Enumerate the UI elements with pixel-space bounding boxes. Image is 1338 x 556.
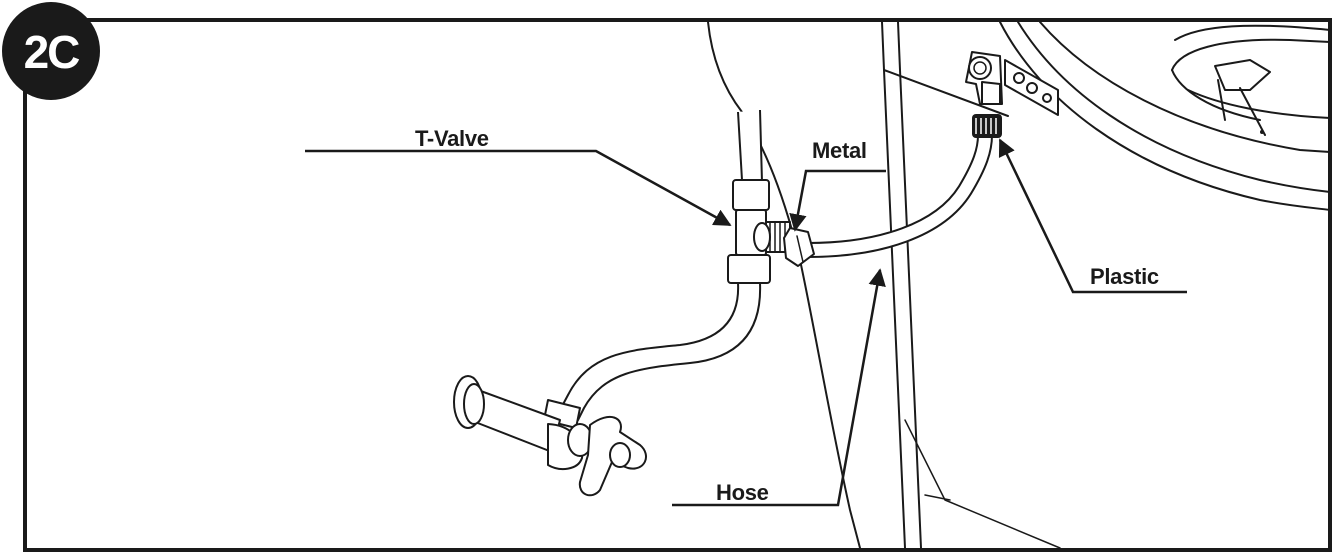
leader-hose [672,268,886,507]
metal-nut [783,227,815,267]
label-plastic: Plastic [1090,264,1159,289]
elbow-fitting [965,51,1003,105]
shutoff-valve [453,375,647,497]
plastic-nut [972,114,1002,138]
label-metal: Metal [812,138,867,163]
connection-hose [800,127,993,258]
cabinet-outline [707,21,1061,549]
leader-plastic [998,138,1187,294]
supply-pipe [737,109,763,183]
leader-t-valve [305,149,732,227]
label-hose: Hose [716,480,769,505]
label-t-valve: T-Valve [415,126,489,151]
step-badge-text: 2C [24,26,80,78]
diagram-frame [23,18,1332,552]
leader-metal [789,169,886,232]
step-badge: 2C [2,2,100,100]
mounting-bracket [1004,59,1059,116]
sink-basin [999,21,1331,211]
shutoff-supply-line [559,282,762,421]
